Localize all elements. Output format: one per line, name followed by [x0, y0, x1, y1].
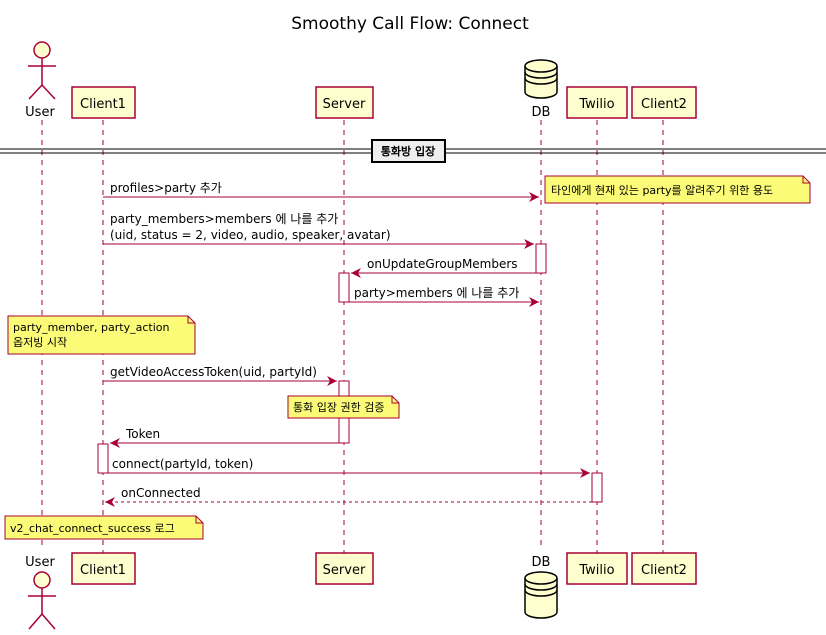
participant-client1-box-bottom	[71, 552, 136, 585]
participant-twilio-label: Twilio	[578, 97, 614, 112]
message-label-2b: (uid, status = 2, video, audio, speaker,…	[110, 228, 391, 242]
participant-client2-label-bottom: Client2	[641, 563, 687, 578]
participant-twilio-box-bottom	[566, 552, 628, 585]
participant-user-label-bottom: User	[25, 555, 55, 570]
database-db-icon-bottom	[524, 571, 558, 619]
note-4: v2_chat_connect_success 로그	[4, 515, 204, 540]
note-3-text: 통화 입장 권한 검증	[293, 401, 384, 414]
note-2-text-line2: 옵저빙 시작	[13, 336, 67, 349]
participant-db-label: DB	[532, 105, 551, 120]
note-1-text: 타인에게 현재 있는 party를 알려주기 위한 용도	[551, 183, 773, 197]
note-3: 통화 입장 권한 검증	[287, 395, 400, 419]
participant-client2-box	[631, 86, 697, 119]
divider: 통화방 입장	[0, 139, 826, 163]
message-label-2a: party_members>members 에 나를 추가	[110, 212, 338, 226]
participant-server-label: Server	[323, 97, 366, 112]
message-label-6: Token	[125, 427, 160, 441]
participants-bottom: User Client1 Server DB Twilio Client2	[25, 552, 697, 630]
activation-client1	[97, 443, 109, 474]
activation-twilio	[591, 472, 603, 503]
participants-top: User Client1 Server DB Twilio Client2	[25, 41, 697, 120]
note-2-text-line1: party_member, party_action	[13, 321, 169, 334]
message-label-3: onUpdateGroupMembers	[367, 257, 518, 271]
diagram-title: Smoothy Call Flow: Connect	[291, 14, 529, 34]
message-label-1: profiles>party 추가	[110, 181, 222, 195]
activation-db	[535, 243, 547, 274]
actor-user-icon-bottom	[28, 571, 56, 630]
participant-db-label-bottom: DB	[532, 555, 551, 570]
participant-server-label-bottom: Server	[323, 563, 366, 578]
message-label-5: getVideoAccessToken(uid, partyId)	[110, 365, 317, 379]
message-label-4: party>members 에 나를 추가	[354, 286, 519, 300]
activation-server-1	[338, 272, 350, 303]
note-1: 타인에게 현재 있는 party를 알려주기 위한 용도	[544, 175, 811, 204]
database-db-icon	[524, 59, 558, 99]
note-4-text: v2_chat_connect_success 로그	[10, 522, 175, 535]
participant-client2-label: Client2	[641, 97, 687, 112]
note-2: party_member, party_action 옵저빙 시작	[7, 315, 196, 355]
message-label-7: connect(partyId, token)	[112, 457, 253, 471]
messages	[103, 192, 592, 507]
participant-server-box	[315, 86, 374, 119]
participant-twilio-label-bottom: Twilio	[578, 563, 614, 578]
participant-user-label: User	[25, 105, 55, 120]
participant-client1-label: Client1	[80, 97, 126, 112]
participant-twilio-box	[566, 86, 628, 119]
participant-client1-label-bottom: Client1	[80, 563, 126, 578]
participant-client1-box	[71, 86, 136, 119]
participant-client2-box-bottom	[631, 552, 697, 585]
divider-label: 통화방 입장	[381, 144, 435, 158]
actor-user-icon	[28, 41, 56, 100]
message-labels: profiles>party 추가 party_members>members …	[110, 181, 519, 500]
message-label-8: onConnected	[121, 486, 201, 500]
participant-server-box-bottom	[315, 552, 374, 585]
